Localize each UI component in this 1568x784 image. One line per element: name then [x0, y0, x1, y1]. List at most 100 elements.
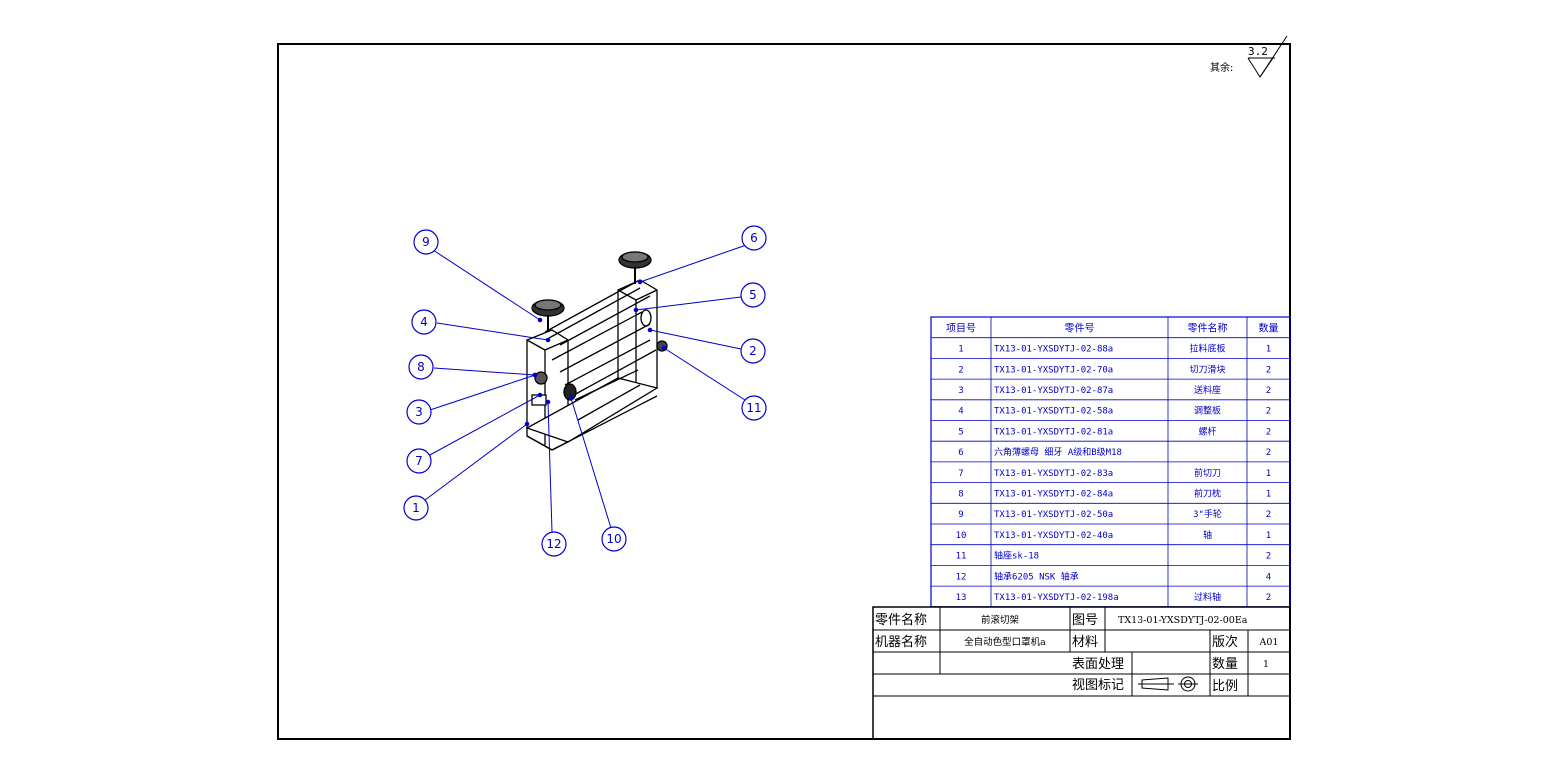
surface-finish-prefix: 其余:	[1210, 61, 1233, 74]
bom-cell: 2	[1266, 386, 1271, 396]
bom-cell: TX13-01-YXSDYTJ-02-58a	[994, 407, 1113, 417]
lower-roller	[563, 339, 657, 401]
bom-header-cell: 项目号	[946, 322, 976, 334]
revision-value: A01	[1259, 637, 1279, 648]
title-block	[872, 606, 1291, 740]
svg-text:12: 12	[546, 537, 561, 551]
bom-cell: 2	[1266, 448, 1271, 458]
bom-cell: 5	[958, 427, 963, 437]
bom-cell: 调整板	[1194, 405, 1221, 417]
bom-header-cell: 零件号	[1065, 322, 1095, 334]
bom-cell: 轴座sk-18	[994, 550, 1039, 562]
svg-text:7: 7	[415, 454, 423, 468]
bom-cell: 8	[958, 489, 963, 499]
bom-cell: 六角薄螺母 细牙 A级和B级M18	[994, 446, 1122, 458]
bom-cell: 过料轴	[1194, 591, 1221, 603]
bom-cell: 2	[958, 365, 963, 375]
bom-cell: 前切刀	[1194, 467, 1221, 479]
bom-cell: 1	[1266, 469, 1271, 479]
roughness-icon	[1247, 57, 1274, 78]
balloon-2: 2	[740, 338, 766, 364]
balloon-3: 3	[406, 399, 432, 425]
bom-header-cell: 数量	[1259, 321, 1279, 334]
revision-label: 版次	[1212, 634, 1238, 650]
bom-cell: 3"手轮	[1193, 508, 1222, 520]
balloon-9: 9	[413, 229, 439, 255]
bom-cell: 2	[1266, 365, 1271, 375]
bom-cell: 2	[1266, 407, 1271, 417]
bom-cell: 13	[956, 593, 967, 603]
svg-text:3: 3	[415, 405, 423, 419]
part-name-label: 零件名称	[875, 612, 927, 628]
balloon-11: 11	[741, 395, 767, 421]
balloon-8: 8	[408, 354, 434, 380]
balloon-5: 5	[740, 282, 766, 308]
bom-cell: 1	[958, 345, 963, 355]
svg-text:11: 11	[746, 401, 761, 415]
svg-text:9: 9	[422, 235, 430, 249]
bearing-seat-detail	[534, 371, 548, 385]
bom-cell: 10	[956, 531, 967, 541]
bom-cell: 1	[1266, 345, 1271, 355]
quantity-value: 1	[1263, 659, 1269, 670]
bom-cell: 1	[1266, 531, 1271, 541]
surface-finish-symbol: 其余: 3.2	[1210, 35, 1288, 78]
bom-cell: 7	[958, 469, 963, 479]
bom-cell: TX13-01-YXSDYTJ-02-81a	[994, 427, 1113, 437]
drawing-no-label: 图号	[1072, 613, 1098, 628]
balloon-leaders	[424, 242, 753, 533]
bom-cell: 4	[958, 407, 963, 417]
bom-cell: 轴	[1203, 529, 1212, 541]
bom-cell: 12	[956, 572, 967, 582]
bom-cell: TX13-01-YXSDYTJ-02-84a	[994, 489, 1113, 499]
hand-wheel-left	[531, 299, 565, 332]
svg-text:5: 5	[749, 288, 757, 302]
scale-label: 比例	[1212, 679, 1238, 694]
svg-text:10: 10	[606, 532, 621, 546]
balloon-12: 12	[541, 531, 567, 557]
bom-cell: 1	[1266, 489, 1271, 499]
bill-of-materials: 项目号 零件号 零件名称 数量 1 TX13-01-YXSDYTJ-02-88a 拉料底板 1…	[930, 316, 1291, 608]
part-name-value: 前滚切架	[981, 614, 1020, 626]
bom-cell: TX13-01-YXSDYTJ-02-70a	[994, 365, 1113, 375]
bom-cell: 切刀滑块	[1189, 363, 1225, 375]
bom-cell: TX13-01-YXSDYTJ-02-88a	[994, 345, 1113, 355]
bom-cell: 送料座	[1194, 384, 1221, 396]
bom-cell: 螺杆	[1198, 425, 1216, 437]
bom-cell: 前刀枕	[1194, 487, 1221, 499]
quantity-label: 数量	[1212, 657, 1238, 672]
bom-header-cell: 零件名称	[1188, 321, 1228, 334]
svg-text:2: 2	[749, 344, 757, 358]
hand-wheel-right	[618, 251, 652, 284]
bom-cell: TX13-01-YXSDYTJ-02-87a	[994, 386, 1113, 396]
svg-text:1: 1	[412, 501, 420, 515]
balloon-4: 4	[411, 309, 437, 335]
machine-name-label: 机器名称	[875, 634, 927, 650]
bom-cell: 4	[1266, 572, 1271, 582]
upper-roller	[551, 309, 652, 373]
svg-text:4: 4	[420, 315, 428, 329]
bom-cell: TX13-01-YXSDYTJ-02-50a	[994, 510, 1113, 520]
machine-name-value: 全自动色型口罩机a	[964, 636, 1046, 648]
bom-cell: 2	[1266, 593, 1271, 603]
bom-cell: TX13-01-YXSDYTJ-02-198a	[994, 593, 1119, 603]
balloon-7: 7	[406, 448, 432, 474]
bom-cell: 11	[956, 552, 967, 562]
balloon-6: 6	[741, 225, 767, 251]
svg-text:6: 6	[750, 231, 758, 245]
assembly-isometric-view	[525, 251, 668, 451]
balloon-1: 1	[403, 495, 429, 521]
bom-cell: 9	[958, 510, 963, 520]
surface-treatment-label: 表面处理	[1072, 657, 1124, 672]
bom-cell: 拉料底板	[1189, 343, 1225, 355]
balloon-10: 10	[601, 526, 627, 552]
title-block-text: 零件名称 前滚切架 图号 TX13-01-YXSDYTJ-02-00Ea 机器名…	[875, 612, 1278, 694]
material-label: 材料	[1072, 635, 1098, 650]
view-mark-label: 视图标记	[1072, 678, 1124, 693]
bom-cell: TX13-01-YXSDYTJ-02-83a	[994, 469, 1113, 479]
bom-cell: 2	[1266, 510, 1271, 520]
bom-cell: 2	[1266, 427, 1271, 437]
bom-cell: 6	[958, 448, 963, 458]
svg-text:8: 8	[417, 360, 425, 374]
